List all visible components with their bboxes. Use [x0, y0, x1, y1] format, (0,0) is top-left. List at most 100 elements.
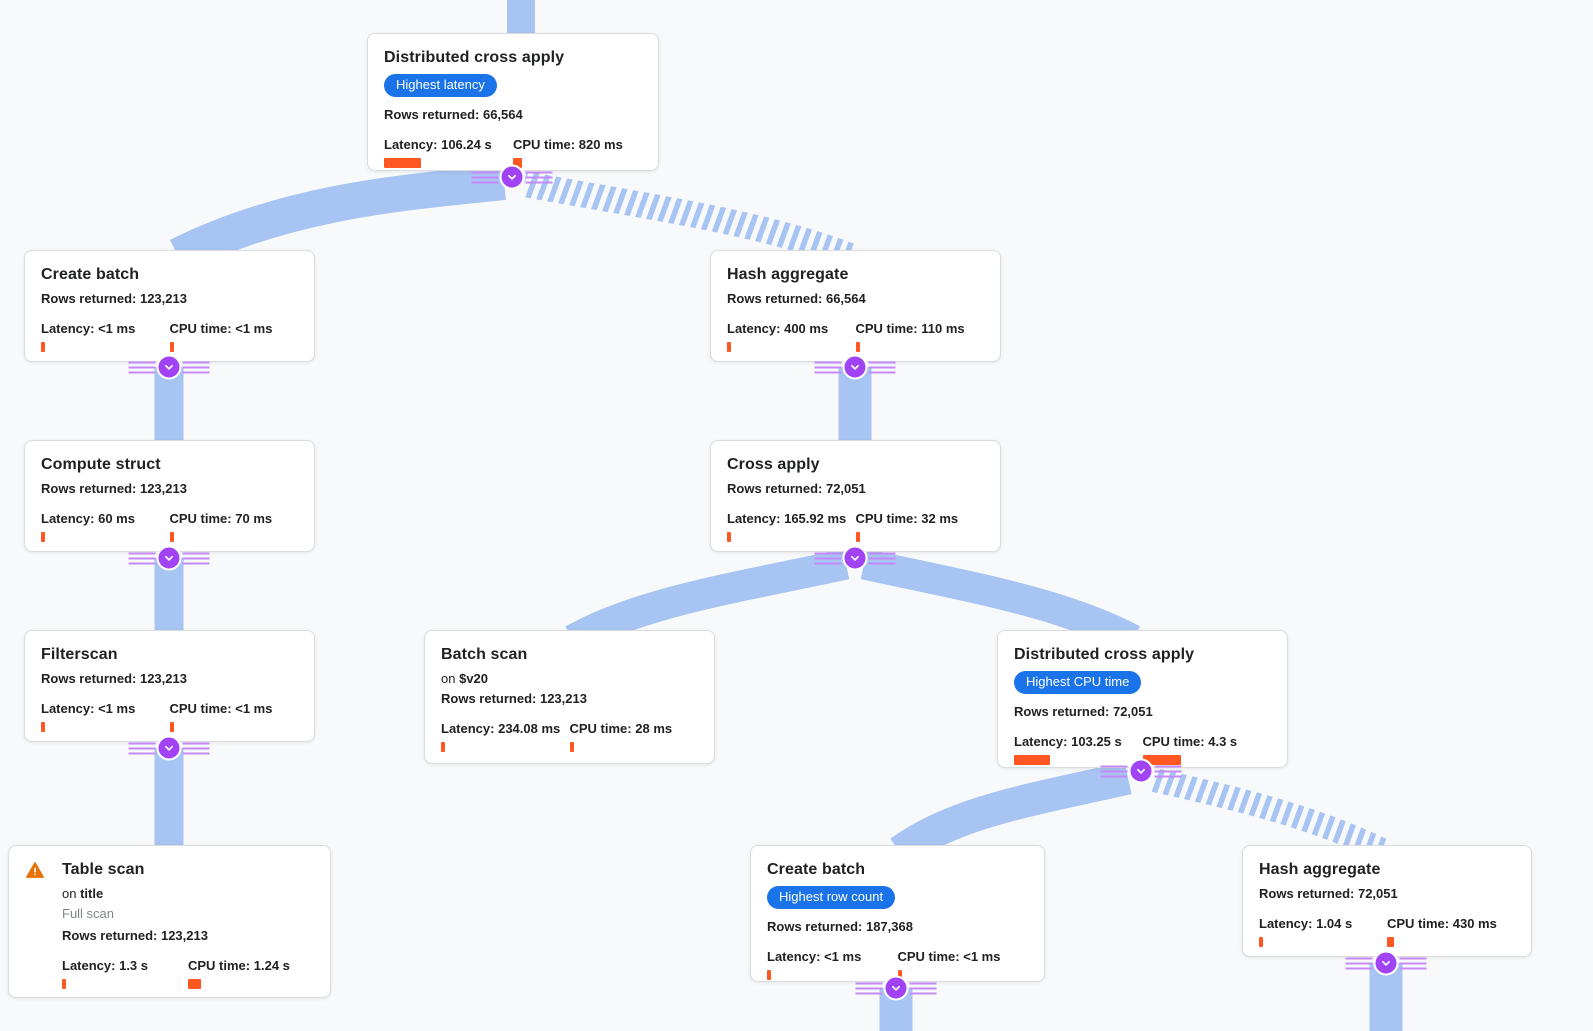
collapse-connector[interactable] [128, 545, 210, 571]
latency-label: Latency: 106.24 s [384, 137, 513, 153]
collapse-connector[interactable] [855, 975, 937, 1001]
collapse-connector[interactable] [128, 735, 210, 761]
connector-stripes-right [868, 552, 896, 564]
latency-stat: Latency: 400 ms [727, 321, 856, 352]
cpu-time-prefix: CPU time: [1387, 916, 1450, 931]
latency-prefix: Latency: [62, 958, 116, 973]
cpu-time-bar [897, 970, 902, 980]
node-title: Hash aggregate [1259, 861, 1381, 878]
cpu-stat: CPU time: 28 ms [569, 721, 699, 752]
collapse-connector[interactable] [128, 354, 210, 380]
collapse-connector[interactable] [1100, 758, 1182, 784]
rows-returned-value: 123,213 [139, 291, 187, 306]
rows-returned-line: Rows returned: 72,051 [727, 480, 984, 497]
rows-returned-line: Rows returned: 123,213 [62, 927, 314, 944]
latency-stat: Latency: 165.92 ms [727, 511, 856, 542]
connector-stripes-left [814, 552, 842, 564]
highlight-badge: Highest row count [767, 886, 896, 909]
latency-bar [41, 532, 45, 542]
cpu-time-label: CPU time: <1 ms [170, 701, 299, 717]
node-title: Filterscan [41, 646, 118, 663]
node-title: Batch scan [441, 646, 528, 663]
plan-edge-solid [860, 548, 1141, 654]
cpu-time-prefix: CPU time: [513, 137, 576, 152]
cpu-time-prefix: CPU time: [169, 701, 232, 716]
connector-stripes-left [128, 361, 156, 373]
connector-stripes-left [128, 552, 156, 564]
rows-returned-value: 187,368 [865, 919, 913, 934]
latency-value: 165.92 ms [784, 511, 847, 526]
cpu-time-bar [513, 158, 522, 168]
cpu-time-value: 70 ms [235, 511, 273, 526]
rows-returned-value: 72,051 [1357, 886, 1398, 901]
cpu-time-label: CPU time: 110 ms [856, 321, 985, 337]
rows-returned-label: Rows returned: [441, 691, 537, 706]
collapse-connector[interactable] [471, 164, 553, 190]
cpu-time-prefix: CPU time: [188, 958, 251, 973]
collapse-connector[interactable] [1345, 950, 1427, 976]
node-title: Hash aggregate [727, 266, 849, 283]
cpu-time-bar [855, 342, 860, 352]
connector-stripes-left [1100, 765, 1128, 777]
latency-label: Latency: <1 ms [767, 949, 898, 965]
cpu-time-label: CPU time: 820 ms [513, 137, 642, 153]
cpu-time-value: <1 ms [235, 701, 273, 716]
rows-returned-line: Rows returned: 72,051 [1014, 703, 1271, 720]
on-prefix-label: on [62, 886, 77, 901]
rows-returned-line: Rows returned: 187,368 [767, 918, 1028, 935]
rows-returned-line: Rows returned: 66,564 [727, 290, 984, 307]
rows-returned-value: 66,564 [482, 107, 523, 122]
collapse-connector[interactable] [814, 545, 896, 571]
chevron-down-icon [1373, 950, 1399, 976]
rows-returned-label: Rows returned: [727, 481, 823, 496]
latency-bar [62, 979, 66, 989]
cpu-time-bar [855, 532, 860, 542]
latency-value: <1 ms [98, 701, 136, 716]
chevron-down-icon [499, 164, 525, 190]
rows-returned-line: Rows returned: 72,051 [1259, 885, 1515, 902]
rows-returned-value: 123,213 [160, 928, 208, 943]
rows-returned-line: Rows returned: 123,213 [41, 670, 298, 687]
latency-stat: Latency: <1 ms [767, 949, 898, 980]
latency-label: Latency: 234.08 ms [441, 721, 570, 737]
rows-returned-value: 66,564 [825, 291, 866, 306]
rows-returned-line: Rows returned: 123,213 [441, 690, 698, 707]
latency-prefix: Latency: [727, 321, 781, 336]
connector-stripes-left [814, 361, 842, 373]
latency-label: Latency: 165.92 ms [727, 511, 856, 527]
scan-note: Full scan [62, 906, 115, 921]
cpu-time-bar [169, 342, 174, 352]
latency-bar [727, 532, 731, 542]
connector-stripes-right [525, 171, 553, 183]
cpu-time-value: <1 ms [963, 949, 1001, 964]
chevron-down-icon [156, 354, 182, 380]
collapse-connector[interactable] [814, 354, 896, 380]
cpu-time-bar [1142, 755, 1181, 765]
connector-stripes-left [1345, 957, 1373, 969]
latency-bar [41, 342, 45, 352]
warning-icon [25, 860, 45, 885]
cpu-time-prefix: CPU time: [855, 511, 918, 526]
latency-stat: Latency: 1.3 s [62, 958, 188, 989]
latency-stat: Latency: <1 ms [41, 321, 170, 352]
cpu-stat: CPU time: <1 ms [169, 701, 299, 732]
